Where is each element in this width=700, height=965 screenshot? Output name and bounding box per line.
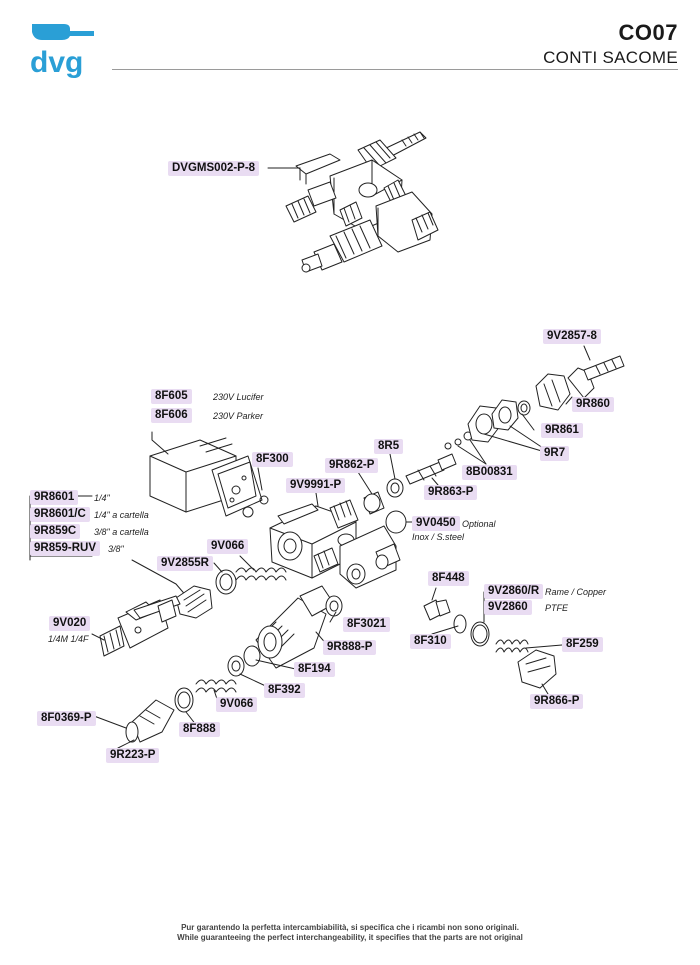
disclaimer-italian: Pur garantendo la perfetta intercambiabi… bbox=[181, 923, 519, 932]
part-label: 8F194 bbox=[294, 662, 335, 677]
leader-line bbox=[431, 625, 459, 635]
part-note: 3/8" a cartella bbox=[94, 527, 149, 537]
part-label: 8F888 bbox=[179, 722, 220, 737]
leader-line bbox=[389, 453, 396, 480]
part-label: 9V2860 bbox=[484, 600, 532, 615]
leader-line bbox=[541, 683, 549, 695]
leader-line bbox=[91, 633, 105, 641]
part-label: 9V0450 bbox=[412, 516, 460, 531]
part-label: 9R860 bbox=[572, 397, 614, 412]
right-chain-drawing bbox=[363, 355, 625, 515]
part-label: 8F259 bbox=[562, 637, 603, 652]
part-label: 9V2860/R bbox=[484, 584, 544, 599]
part-label: 8F0369-P bbox=[37, 711, 96, 726]
fitting-drawing bbox=[175, 567, 287, 619]
part-label: 9R866-P bbox=[530, 694, 584, 709]
disclaimer: Pur garantendo la perfetta intercambiabi… bbox=[0, 923, 700, 943]
part-label: 9R861 bbox=[541, 423, 583, 438]
part-note: Rame / Copper bbox=[545, 587, 607, 597]
part-label: 9R863-P bbox=[424, 485, 478, 500]
right-lower-drawing bbox=[423, 599, 557, 689]
part-note: Optional bbox=[462, 519, 496, 529]
model-name: CONTI SACOME bbox=[543, 48, 678, 67]
header-rule bbox=[112, 69, 678, 70]
leader-line bbox=[151, 431, 169, 455]
part-label: 8R5 bbox=[374, 439, 404, 454]
part-label: 9V9991-P bbox=[286, 478, 346, 493]
model-code: CO07 bbox=[618, 20, 678, 45]
part-label: 9V020 bbox=[49, 616, 91, 631]
part-note: 1/4M 1/4F bbox=[48, 634, 89, 644]
part-label: 8F448 bbox=[428, 571, 469, 586]
part-label: 8F310 bbox=[410, 634, 451, 649]
part-label: 9V066 bbox=[216, 697, 258, 712]
part-label: 8B00831 bbox=[462, 465, 517, 480]
part-label: 9V2857-8 bbox=[543, 329, 601, 344]
part-label: 9R859C bbox=[30, 524, 81, 539]
leader-line bbox=[257, 467, 263, 491]
part-label: 9V2855R bbox=[157, 556, 213, 571]
part-label: 8F392 bbox=[264, 683, 305, 698]
part-note: 1/4" a cartella bbox=[94, 510, 149, 520]
part-label: 9R223-P bbox=[106, 748, 160, 763]
part-note: 1/4" bbox=[94, 493, 110, 503]
leader-line bbox=[117, 739, 135, 749]
part-note: 230V Parker bbox=[213, 411, 264, 421]
solenoid-coil-drawing bbox=[149, 437, 269, 518]
leader-line bbox=[457, 445, 487, 465]
leader-line bbox=[525, 644, 563, 649]
leader-line bbox=[255, 659, 301, 671]
leader-line bbox=[469, 439, 487, 465]
part-label: 8F3021 bbox=[343, 617, 391, 632]
part-label: DVGMS002-P-8 bbox=[168, 161, 260, 176]
leader-line bbox=[93, 715, 127, 729]
leader-line bbox=[565, 396, 573, 405]
part-label: 8F606 bbox=[151, 408, 192, 423]
part-label: 9R862-P bbox=[325, 458, 379, 473]
part-label: 8F300 bbox=[252, 452, 293, 467]
leader-line bbox=[315, 492, 319, 507]
part-label: 9R888-P bbox=[323, 640, 377, 655]
part-label: 9R8601 bbox=[30, 490, 79, 505]
leader-line bbox=[431, 477, 439, 486]
dvg-logo: dvg bbox=[30, 24, 94, 78]
part-label: 9R8601/C bbox=[30, 507, 90, 522]
part-note: 3/8" bbox=[108, 544, 124, 554]
part-label: 9R7 bbox=[540, 446, 570, 461]
leader-line bbox=[239, 555, 255, 571]
ball-valve-drawing bbox=[99, 595, 181, 657]
valve-body-drawing bbox=[269, 499, 401, 589]
part-label: 9V066 bbox=[207, 539, 249, 554]
disclaimer-english: While guaranteeing the perfect interchan… bbox=[177, 933, 523, 942]
part-note: PTFE bbox=[545, 603, 569, 613]
part-label: 8F605 bbox=[151, 389, 192, 404]
part-note: Inox / S.steel bbox=[412, 532, 465, 542]
leader-line bbox=[583, 345, 591, 361]
leader-line bbox=[213, 562, 223, 573]
leader-line bbox=[521, 413, 535, 431]
plug-drawing bbox=[385, 510, 407, 534]
leader-line bbox=[431, 587, 437, 601]
logo-wordmark: dvg bbox=[30, 46, 83, 78]
part-note: 230V Lucifer bbox=[213, 392, 264, 402]
part-label: 9R859-RUV bbox=[30, 541, 100, 556]
leader-line bbox=[329, 611, 337, 623]
leader-line bbox=[357, 471, 373, 495]
union-drawing bbox=[125, 585, 343, 743]
top-assembly-drawing bbox=[285, 131, 439, 273]
